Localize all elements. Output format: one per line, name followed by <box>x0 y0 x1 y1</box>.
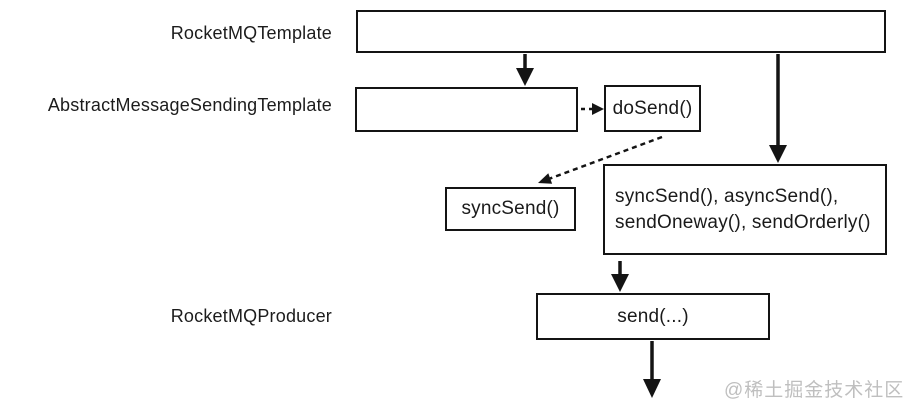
send-methods-line2: sendOneway(), sendOrderly() <box>615 211 871 233</box>
label-abstract-message-sending-template: AbstractMessageSendingTemplate <box>47 95 332 115</box>
watermark-text: @稀土掘金技术社区 <box>724 380 903 401</box>
dosend-box-label: doSend() <box>612 97 693 119</box>
arrow-methods-to-send-icon <box>611 261 629 292</box>
arrow-template-to-abstract-icon <box>516 54 534 86</box>
arrow-send-down-icon <box>643 341 661 398</box>
dosend-box: doSend() <box>604 85 701 132</box>
send-methods-box: syncSend(), asyncSend(), sendOneway(), s… <box>603 164 887 255</box>
rocketmq-template-box <box>356 10 886 53</box>
label-rocketmq-producer: RocketMQProducer <box>170 306 332 326</box>
abstract-template-box <box>355 87 578 132</box>
label-rocketmq-template: RocketMQTemplate <box>170 23 332 43</box>
arrow-template-to-methods-icon <box>769 54 787 163</box>
send-box: send(...) <box>536 293 770 340</box>
dashed-arrow-abstract-to-dosend-icon <box>581 103 604 115</box>
syncsend-box: syncSend() <box>445 187 576 231</box>
send-box-label: send(...) <box>617 305 689 327</box>
syncsend-box-label: syncSend() <box>461 198 560 219</box>
send-methods-line1: syncSend(), asyncSend(), <box>615 185 839 207</box>
